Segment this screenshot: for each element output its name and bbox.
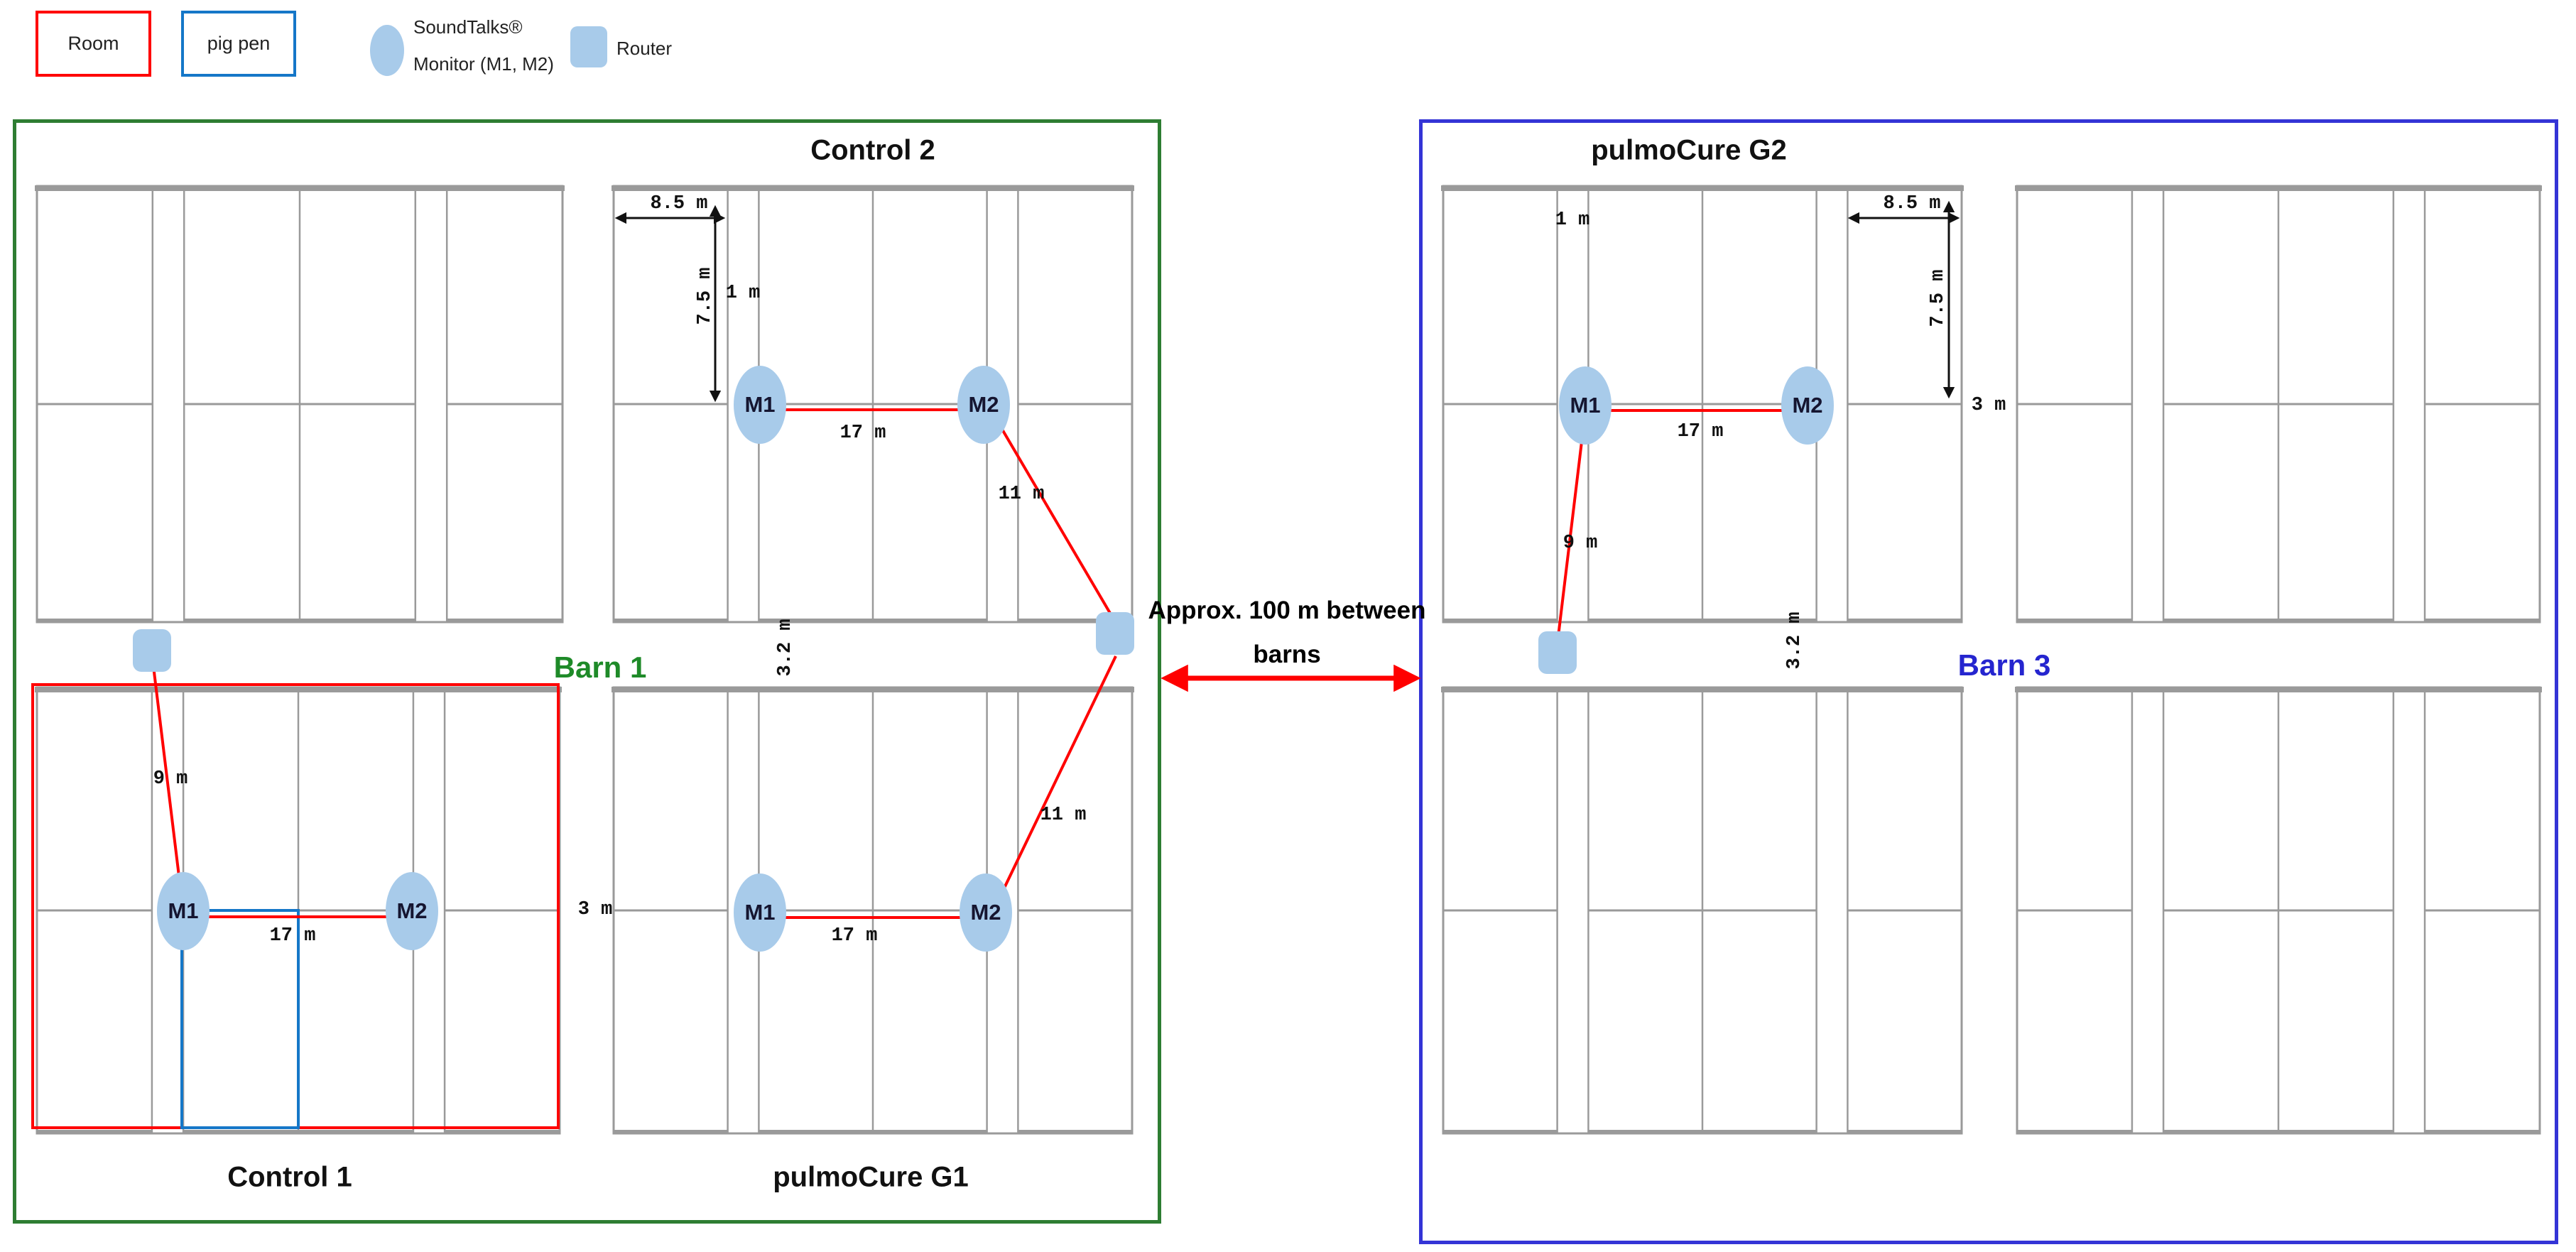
dimension-label: 3 m — [577, 899, 613, 920]
room-top-bar — [2015, 687, 2542, 692]
dimension-label: 8.5 m — [1883, 193, 1941, 214]
legend-pig-pen-swatch: pig pen — [181, 11, 296, 77]
room-barn3-top-right — [2015, 185, 2542, 624]
room-bottom-bar — [184, 619, 415, 622]
room-bottom-bar — [1588, 1130, 1817, 1133]
room-bottom-bar — [2425, 1130, 2540, 1133]
legend-room-label: Room — [67, 33, 119, 54]
room-bottom-bar — [2163, 1130, 2393, 1133]
monitor-m1-control-2: M1 — [734, 366, 786, 444]
legend-room-swatch: Room — [36, 11, 151, 77]
room-barn3-bottom-right — [2015, 686, 2542, 1135]
room-bottom-bar — [37, 1130, 152, 1133]
between-barns-text-line1: Approx. 100 m between — [1148, 597, 1426, 624]
router-barn1-right — [1096, 612, 1134, 655]
room-control-2 — [612, 185, 1134, 624]
cable-m2-control-2-to-router — [997, 422, 1117, 624]
dimension-label: 3.2 m — [1784, 611, 1805, 670]
room-bottom-bar — [1443, 619, 1558, 622]
dimension-label: 9 m — [1563, 533, 1598, 554]
monitor-m1-control-1: M1 — [157, 872, 210, 950]
monitor-m2-pulmocure-g2: M2 — [1781, 366, 1834, 445]
room-bottom-bar — [1018, 1130, 1132, 1133]
room-label-pulmocure-g2: pulmoCure G2 — [1591, 134, 1787, 166]
room-bottom-bar — [614, 1130, 728, 1133]
room-bottom-bar — [1588, 619, 1817, 622]
room-bottom-bar — [447, 619, 563, 622]
room-bottom-bar — [2017, 619, 2132, 622]
cable-m2-pulmocure-g1-to-router — [997, 655, 1117, 900]
room-top-bar — [612, 687, 1134, 692]
barn-3-title: Barn 3 — [1957, 648, 2051, 682]
dimension-label: 11 m — [998, 484, 1045, 505]
monitor-m1-pulmocure-g2: M1 — [1559, 366, 1612, 445]
room-label-pulmocure-g1: pulmoCure G1 — [773, 1161, 969, 1193]
monitor-m1-pulmocure-g1: M1 — [734, 873, 786, 952]
room-barn1-top-left — [35, 185, 565, 624]
dimension-label: 1 m — [725, 283, 761, 304]
room-bottom-bar — [183, 1130, 413, 1133]
legend-monitor-label-line1: SoundTalks® — [413, 16, 523, 38]
room-top-bar — [2015, 185, 2542, 191]
dimension-label: 8.5 m — [650, 193, 708, 214]
room-top-bar — [1441, 185, 1964, 191]
legend-monitor-label: SoundTalks® Monitor (M1, M2) — [413, 9, 554, 82]
between-barns-text-line2: barns — [1253, 641, 1321, 668]
dimension-label: 7.5 m — [695, 267, 716, 325]
pig-pen-highlight — [180, 909, 300, 1129]
dimension-label: 17 m — [1677, 421, 1724, 442]
room-label-control-2: Control 2 — [810, 134, 935, 166]
router-barn3 — [1538, 631, 1577, 674]
room-bottom-bar — [1847, 619, 1962, 622]
room-bottom-bar — [37, 619, 153, 622]
router-barn1-left — [133, 629, 171, 672]
room-bottom-bar — [2163, 619, 2393, 622]
dimension-label: 1 m — [1555, 209, 1590, 231]
room-bottom-bar — [445, 1130, 560, 1133]
room-label-control-1: Control 1 — [227, 1161, 352, 1193]
dimension-label: 7.5 m — [1928, 269, 1949, 327]
room-bottom-bar — [759, 1130, 987, 1133]
cable-m1-pulmocure-g2-to-router — [1557, 441, 1583, 637]
monitor-m2-pulmocure-g1: M2 — [960, 873, 1012, 952]
dimension-label: 17 m — [831, 925, 878, 947]
legend-router-label: Router — [616, 38, 673, 59]
room-bottom-bar — [2017, 1130, 2132, 1133]
room-top-bar — [35, 185, 565, 191]
monitor-m2-control-1: M2 — [386, 872, 438, 950]
dimension-label: 3 m — [1971, 395, 2006, 416]
dimension-label: 11 m — [1040, 805, 1087, 826]
room-top-bar — [612, 185, 1134, 191]
dimension-label: 3.2 m — [775, 619, 796, 677]
room-top-bar — [1441, 687, 1964, 692]
room-bottom-bar — [759, 619, 987, 622]
room-bottom-bar — [1847, 1130, 1962, 1133]
barn-1-outline — [13, 119, 1161, 1224]
dimension-label: 17 m — [269, 925, 316, 947]
barn-1-title: Barn 1 — [553, 651, 647, 684]
router-icon — [570, 26, 607, 67]
dimension-label: 17 m — [839, 423, 886, 444]
room-bottom-bar — [2425, 619, 2540, 622]
room-bottom-bar — [614, 619, 728, 622]
monitor-m2-control-2: M2 — [957, 366, 1010, 444]
room-bottom-bar — [1443, 1130, 1558, 1133]
monitor-icon — [370, 25, 404, 76]
room-bottom-bar — [1018, 619, 1132, 622]
room-barn3-bottom-left — [1441, 686, 1964, 1135]
legend-pig-pen-label: pig pen — [207, 33, 271, 54]
legend-monitor-label-line2: Monitor (M1, M2) — [413, 53, 554, 75]
legend: Room pig pen SoundTalks® Monitor (M1, M2)… — [0, 0, 781, 99]
room-top-bar — [35, 687, 562, 692]
room-pulmocure-g1 — [612, 686, 1134, 1135]
cable-router-to-m1-control-1 — [151, 660, 185, 912]
dimension-label: 9 m — [153, 768, 188, 790]
